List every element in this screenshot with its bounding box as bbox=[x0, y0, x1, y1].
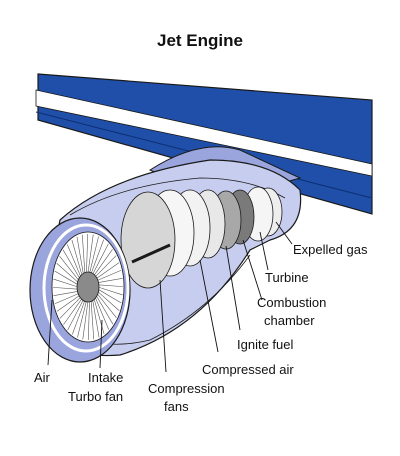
fan-blade bbox=[71, 239, 83, 276]
fan-blade bbox=[93, 298, 105, 335]
fan-blade bbox=[97, 284, 124, 287]
fan-blade bbox=[66, 244, 82, 278]
fan-blade bbox=[72, 300, 86, 335]
label-combustion-line1: Combustion bbox=[257, 295, 326, 310]
label-turbine: Turbine bbox=[265, 270, 309, 285]
fan-blade bbox=[90, 239, 104, 274]
fan-blade bbox=[56, 294, 81, 312]
fan-blade bbox=[87, 234, 94, 274]
fan-blade bbox=[59, 296, 82, 319]
compression-fans bbox=[120, 189, 226, 289]
label-expelled-gas: Expelled gas bbox=[293, 242, 368, 257]
fan-blade bbox=[76, 236, 84, 275]
fan-blade bbox=[53, 278, 79, 288]
fan-blade bbox=[93, 249, 113, 276]
label-compressed-air: Compressed air bbox=[202, 362, 294, 377]
fan-blade bbox=[54, 270, 79, 286]
label-intake: Intake bbox=[88, 370, 123, 385]
fan-blade bbox=[97, 291, 120, 311]
fan-blade bbox=[86, 233, 89, 274]
label-compression-fans-line2: fans bbox=[164, 399, 189, 414]
fan-blade bbox=[56, 263, 79, 283]
fan-blade bbox=[67, 299, 84, 331]
fan-blade bbox=[89, 236, 99, 274]
fan-blade bbox=[95, 295, 114, 325]
fan-blade bbox=[62, 249, 81, 279]
label-ignite-fuel: Ignite fuel bbox=[237, 337, 293, 352]
intake-turbo-fan bbox=[29, 217, 131, 363]
fan-blade bbox=[96, 269, 122, 281]
fan-blade bbox=[97, 286, 123, 296]
label-compression-fans-line1: Compression bbox=[148, 381, 225, 396]
fan-blade bbox=[95, 262, 120, 280]
fan-blade bbox=[97, 278, 123, 283]
fan-blade bbox=[82, 300, 89, 340]
fan-blade bbox=[92, 299, 100, 338]
fan-hub bbox=[76, 271, 100, 303]
fan-blade bbox=[90, 300, 95, 340]
label-combustion-line2: chamber bbox=[264, 313, 315, 328]
label-turbo-fan: Turbo fan bbox=[68, 389, 123, 404]
fan-blade bbox=[97, 288, 122, 304]
labels: Air Intake Turbo fan Compression fans Co… bbox=[34, 242, 368, 414]
leader-lines bbox=[47, 221, 293, 373]
fan-blade bbox=[92, 243, 109, 275]
diagram-title: Jet Engine bbox=[157, 31, 243, 50]
fan-blade bbox=[77, 300, 87, 338]
fan-blade bbox=[54, 293, 80, 305]
fan-blade bbox=[63, 298, 83, 325]
fan-blade bbox=[87, 300, 90, 341]
label-air: Air bbox=[34, 370, 51, 385]
fan-blade bbox=[94, 296, 110, 330]
fan-blade bbox=[94, 255, 117, 278]
fan-blade bbox=[53, 291, 79, 296]
fan-blade bbox=[52, 287, 79, 290]
fan-blade bbox=[96, 293, 117, 319]
fan-blade bbox=[81, 234, 86, 274]
fan-blade bbox=[59, 255, 80, 281]
